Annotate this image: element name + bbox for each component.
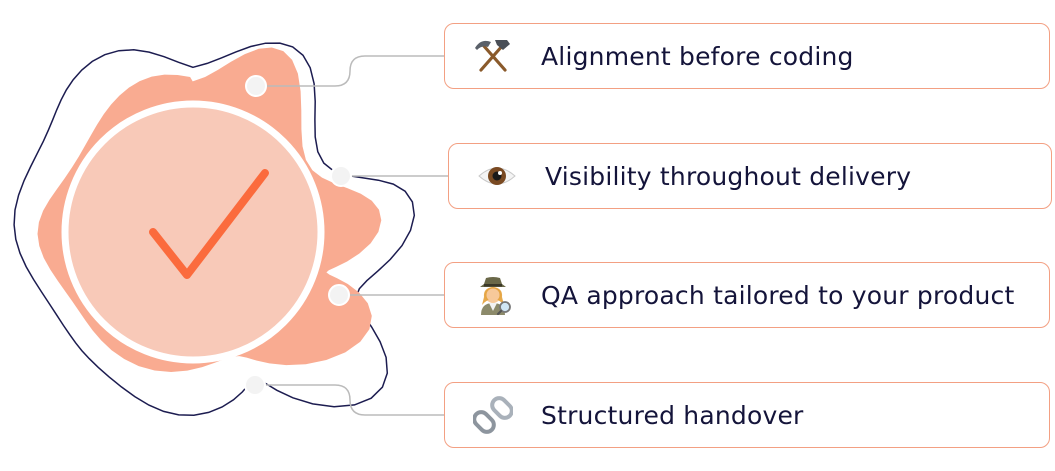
detective-icon: [471, 273, 515, 317]
feature-card-handover: Structured handover: [444, 382, 1050, 448]
connector-line-4: [255, 384, 446, 416]
feature-label: Structured handover: [541, 400, 804, 430]
connector-dot-2: [330, 165, 352, 187]
connector-dot-1: [245, 75, 267, 97]
badge-inner-circle: [61, 100, 325, 364]
feature-label: Visibility throughout delivery: [545, 161, 912, 191]
chain-link-icon: [471, 393, 515, 437]
connector-dot-4: [244, 374, 266, 396]
connector-lines: [255, 55, 448, 416]
checkmark-icon: [149, 169, 269, 279]
connector-dot-3: [328, 284, 350, 306]
connector-line-1: [256, 55, 446, 87]
hammer-and-pick-icon: [471, 34, 515, 78]
eye-icon: [475, 154, 519, 198]
feature-label: Alignment before coding: [541, 41, 854, 71]
feature-card-alignment: Alignment before coding: [444, 23, 1050, 89]
feature-card-visibility: Visibility throughout delivery: [448, 143, 1052, 209]
connector-dots: [244, 75, 352, 396]
feature-card-qa: QA approach tailored to your product: [444, 262, 1050, 328]
feature-label: QA approach tailored to your product: [541, 280, 1015, 310]
